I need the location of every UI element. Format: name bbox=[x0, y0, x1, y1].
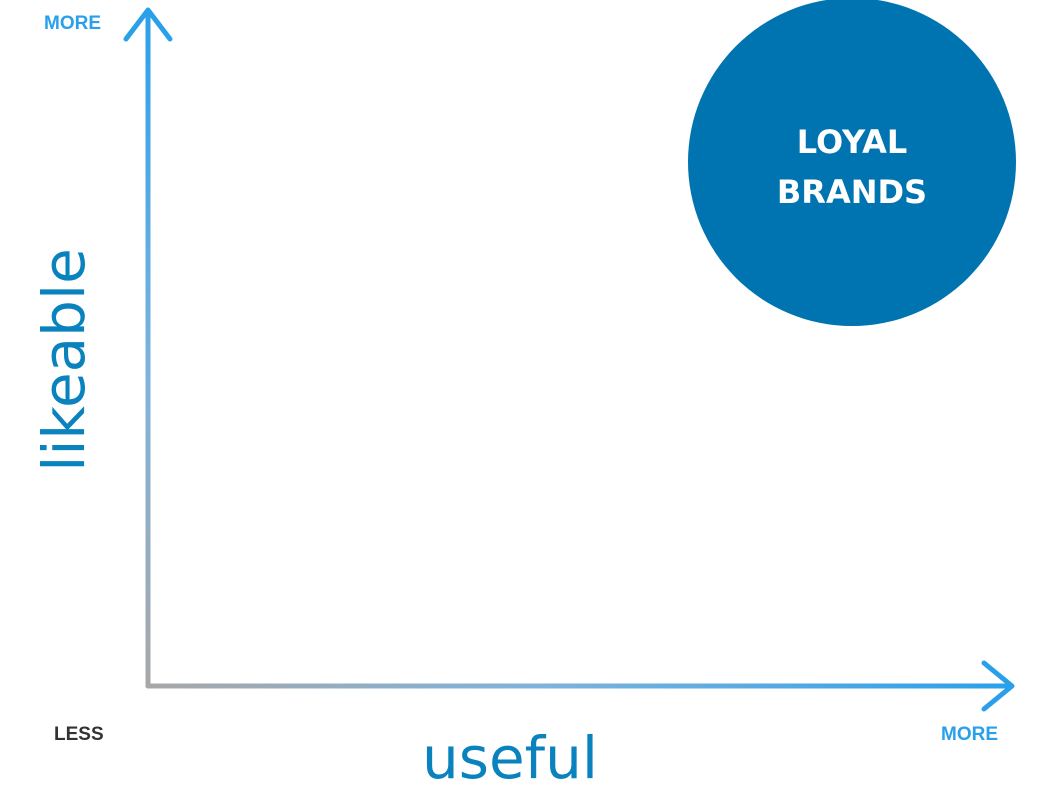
bubble-label-line2: BRANDS bbox=[777, 173, 927, 211]
bubble-circle bbox=[688, 0, 1016, 326]
x-axis-title: useful bbox=[422, 724, 598, 789]
x-axis-arrow bbox=[145, 660, 1015, 712]
origin-label: LESS bbox=[54, 724, 104, 745]
bubble-label-line1: LOYAL bbox=[797, 123, 908, 161]
loyal-brands-bubble: LOYAL BRANDS bbox=[688, 0, 1016, 326]
y-axis-title: likeable bbox=[30, 248, 98, 472]
x-axis-right-label: MORE bbox=[941, 724, 998, 745]
y-axis-arrow bbox=[123, 7, 173, 689]
y-axis-top-label: MORE bbox=[44, 13, 101, 34]
x-axis-arrowhead-icon bbox=[981, 660, 1015, 712]
y-axis-arrowhead-icon bbox=[123, 7, 173, 42]
